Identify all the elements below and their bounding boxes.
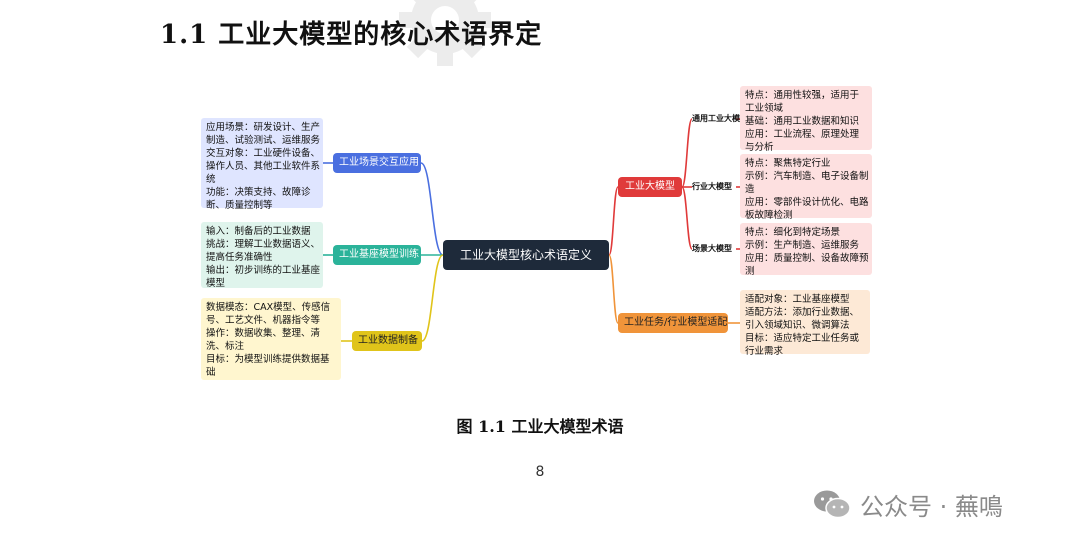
detail-line: 特点：通用性较强，适用于	[745, 90, 860, 101]
detail-line: 提高任务准确性	[206, 252, 273, 263]
figure-caption: 图 1.1 工业大模型术语	[456, 417, 624, 436]
branch-industrial-scene-interaction: 工业场景交互应用	[333, 153, 421, 173]
detail-line: 号、工艺文件、机器指令等	[206, 315, 321, 326]
detail-line: 操作：数据收集、整理、清	[206, 328, 321, 339]
detail-line: 特点：细化到特定场景	[745, 227, 841, 238]
detail-line: 应用：工业流程、原理处理	[745, 129, 860, 140]
gear-watermark-icon	[399, 0, 491, 66]
connector-large-model-to-sub-0	[681, 118, 693, 188]
detail-line: 工业领域	[745, 103, 784, 114]
detail-line: 适配对象：工业基座模型	[745, 294, 850, 305]
branch-industrial-large-model: 工业大模型	[618, 177, 682, 197]
detail-line: 断、质量控制等	[206, 200, 273, 211]
detail-line: 输入：制备后的工业数据	[206, 226, 311, 237]
details-general-industrial-model: 特点：通用性较强，适用于工业领域基础：通用工业数据和知识应用：工业流程、原理处理…	[740, 86, 872, 153]
connector-large-model-to-sub-2	[681, 186, 693, 250]
details-scene-model: 特点：细化到特定场景示例：生产制造、运维服务应用：质量控制、设备故障预测	[740, 223, 872, 277]
detail-line: 功能：决策支持、故障诊	[206, 187, 311, 198]
detail-line: 应用场景：研发设计、生产	[206, 122, 321, 133]
detail-line: 与分析	[745, 142, 774, 153]
detail-line: 基础：通用工业数据和知识	[745, 116, 860, 127]
connector-center-to-data	[421, 254, 444, 342]
details-industrial-data-preparation: 数据模态：CAX模型、传感信号、工艺文件、机器指令等操作：数据收集、整理、清洗、…	[201, 298, 341, 380]
branch-base-model-training: 工业基座模型训练	[333, 245, 421, 265]
branch-task-industry-adaptation: 工业任务/行业模型适配	[618, 313, 728, 333]
sub-branch-scene-model: 场景大模型	[692, 244, 732, 253]
details-base-model-training: 输入：制备后的工业数据挑战：理解工业数据语义、提高任务准确性输出：初步训练的工业…	[201, 222, 323, 289]
connector-center-to-large-model	[608, 186, 619, 256]
detail-line: 统	[206, 174, 216, 185]
detail-line: 示例：生产制造、运维服务	[745, 240, 860, 251]
detail-line: 目标：适应特定工业任务或	[745, 333, 860, 344]
detail-line: 洗、标注	[206, 341, 245, 352]
detail-line: 引入领域知识、微调算法	[745, 320, 850, 331]
detail-line: 数据模态：CAX模型、传感信	[206, 302, 331, 313]
details-industry-model: 特点：聚焦特定行业示例：汽车制造、电子设备制造应用：零部件设计优化、电路板故障检…	[740, 154, 872, 221]
branch-industrial-data-preparation: 工业数据制备	[352, 331, 422, 351]
detail-line: 挑战：理解工业数据语义、	[206, 239, 321, 250]
detail-line: 适配方法：添加行业数据、	[745, 307, 860, 318]
detail-line: 测	[745, 266, 755, 277]
wechat-icon	[814, 490, 851, 519]
sub-branch-general-industrial-model: 通用工业大模型	[692, 114, 748, 123]
details-task-industry-adaptation: 适配对象：工业基座模型适配方法：添加行业数据、引入领域知识、微调算法目标：适应特…	[740, 290, 870, 357]
connector-center-to-adaptation	[608, 254, 619, 324]
section-heading: 1.1 工业大模型的核心术语界定	[160, 20, 543, 50]
detail-line: 特点：聚焦特定行业	[745, 158, 831, 169]
detail-line: 输出：初步训练的工业基座	[206, 265, 321, 276]
connector-center-to-scene	[420, 162, 444, 256]
sub-branch-industry-model: 行业大模型	[692, 182, 732, 191]
page-number: 8	[535, 464, 545, 480]
detail-line: 应用：质量控制、设备故障预	[745, 253, 869, 264]
detail-line: 模型	[206, 278, 226, 289]
watermark-text: 公众号 · 蕪鳴	[860, 492, 1003, 521]
detail-line: 造	[745, 184, 755, 195]
detail-line: 础	[206, 367, 216, 378]
detail-line: 板故障检测	[745, 210, 793, 221]
detail-line: 制造、试验测试、运维服务	[206, 135, 321, 146]
detail-line: 应用：零部件设计优化、电路	[745, 197, 869, 208]
detail-line: 交互对象：工业硬件设备、	[206, 148, 321, 159]
account-watermark: 公众号 · 蕪鳴	[812, 486, 1003, 522]
detail-line: 示例：汽车制造、电子设备制	[745, 171, 869, 182]
detail-line: 操作人员、其他工业软件系	[206, 161, 321, 172]
detail-line: 行业需求	[745, 346, 784, 357]
detail-line: 目标：为模型训练提供数据基	[206, 354, 330, 365]
mindmap-center-node: 工业大模型核心术语定义	[443, 240, 609, 270]
details-industrial-scene-interaction: 应用场景：研发设计、生产制造、试验测试、运维服务交互对象：工业硬件设备、操作人员…	[201, 118, 323, 211]
